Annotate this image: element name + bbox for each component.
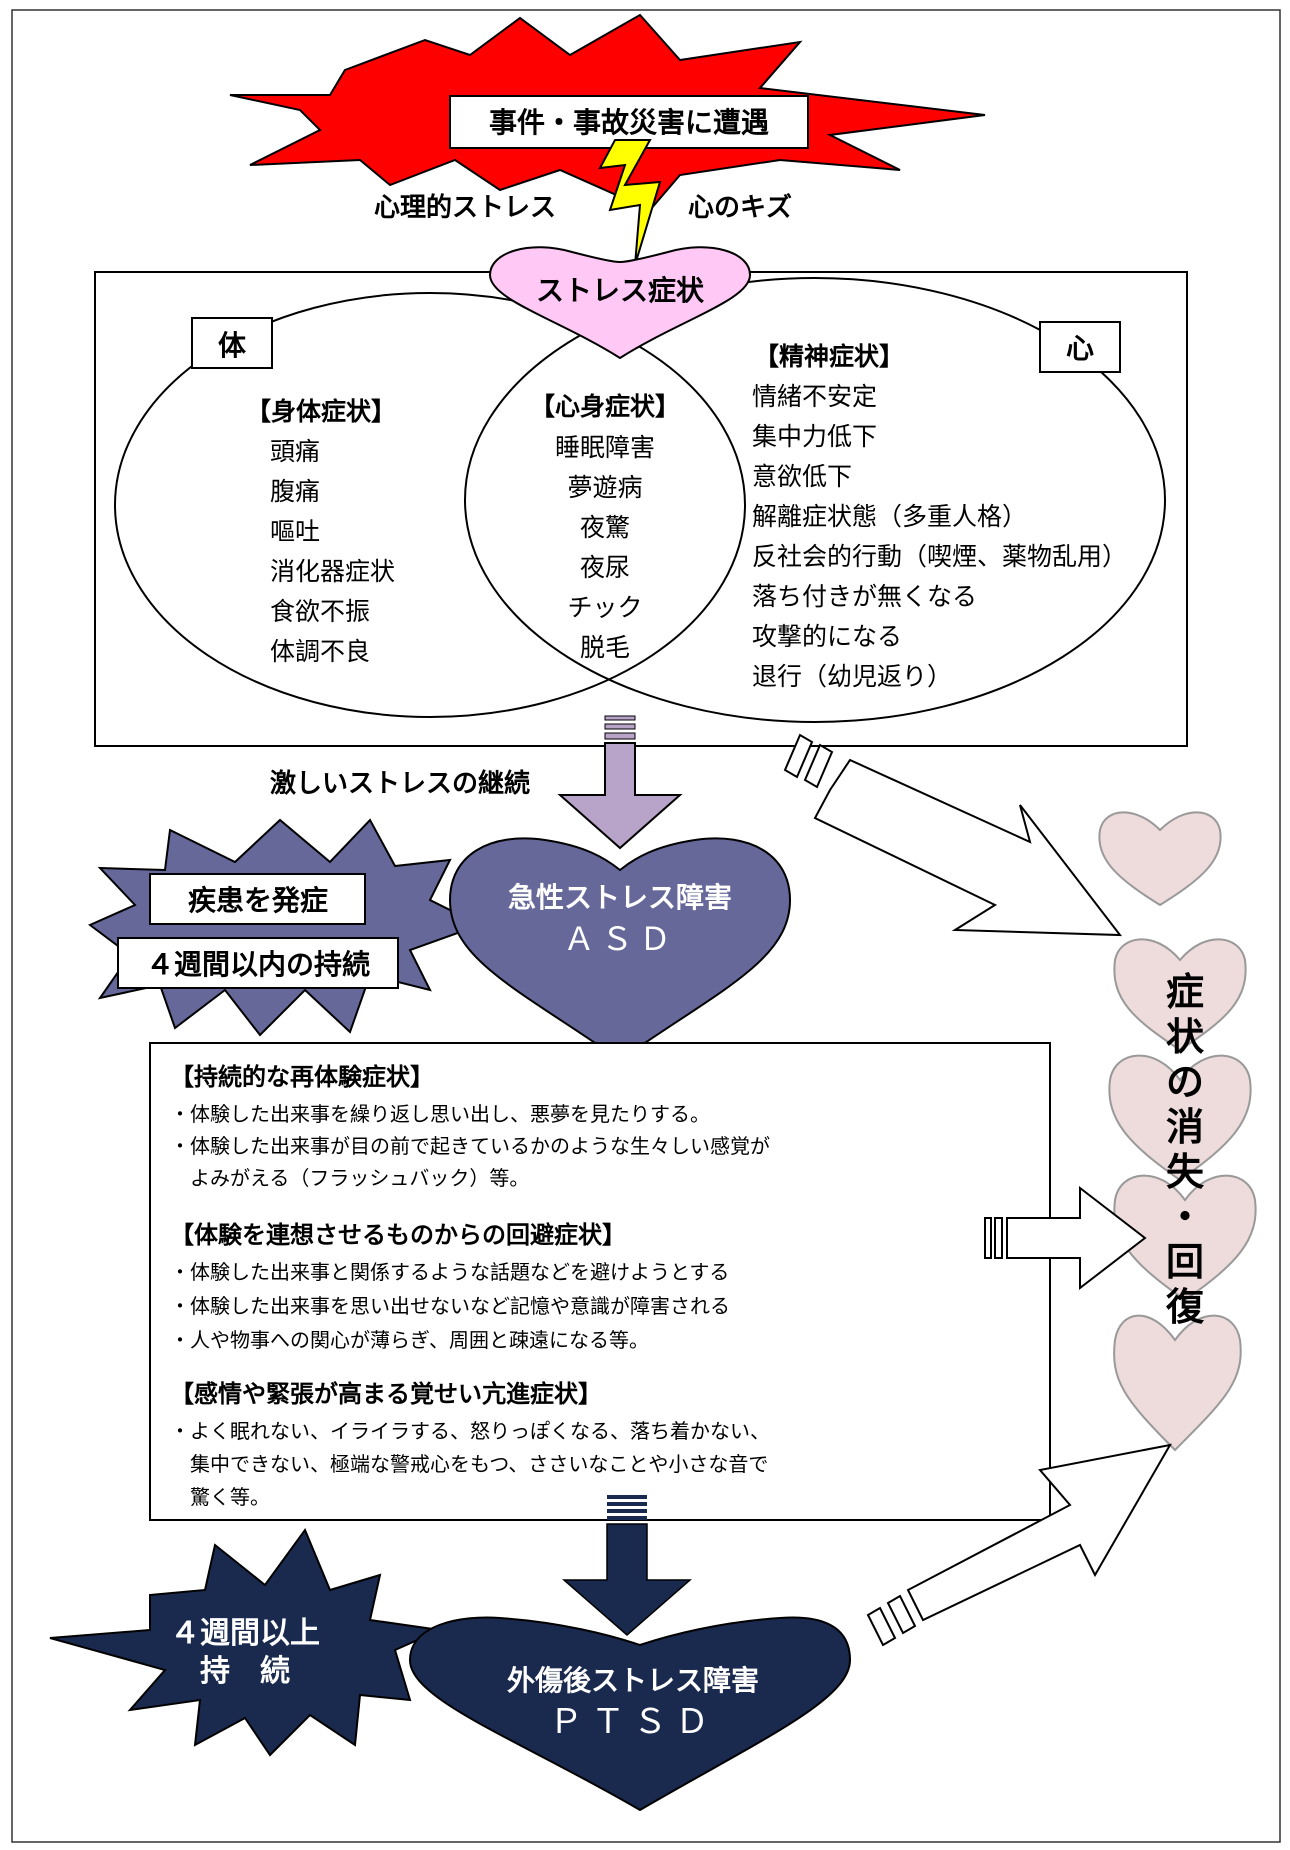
list-item: 情緒不安定 xyxy=(752,382,877,411)
list-item: 夜驚 xyxy=(580,513,630,542)
list-item: 集中力低下 xyxy=(752,422,877,451)
stress-label-right: 心のキズ xyxy=(688,192,792,223)
physical-heading: 【身体症状】 xyxy=(246,397,396,426)
recovery-char: 回 xyxy=(1166,1240,1204,1284)
list-item: 脱毛 xyxy=(580,633,630,662)
list-item: 頭痛 xyxy=(270,437,320,466)
list-item: ・体験した出来事と関係するような話題などを避けようとする xyxy=(170,1260,729,1284)
list-item: ・体験した出来事を繰り返し思い出し、悪夢を見たりする。 xyxy=(170,1102,710,1126)
list-item: 意欲低下 xyxy=(752,462,852,491)
recovery-arrow-middle xyxy=(984,1185,1147,1291)
list-item: ・人や物事への関心が薄らぎ、周囲と疎遠になる等。 xyxy=(170,1328,649,1352)
lightning-bolt-icon xyxy=(598,139,662,266)
hyperarousal-lines: ・よく眠れない、イライラする、怒りっぽくなる、落ち着かない、 集中できない、極端… xyxy=(170,1419,770,1509)
list-item: 反社会的行動（喫煙、薬物乱用） xyxy=(752,542,1127,571)
asd-burst-line1: 疾患を発症 xyxy=(188,884,328,917)
ptsd-burst-line1: ４週間以上 xyxy=(170,1616,320,1651)
continuation-arrow xyxy=(557,715,683,850)
ptsd-abbr: ＰＴＳＤ xyxy=(549,1702,717,1742)
list-item: ・体験した出来事を思い出せないなど記憶や意識が障害される xyxy=(170,1294,730,1318)
list-item: ・よく眠れない、イライラする、怒りっぽくなる、落ち着かない、 xyxy=(170,1419,770,1443)
recovery-heart xyxy=(1108,1054,1252,1182)
incident-title: 事件・事故災害に遭遇 xyxy=(489,106,769,139)
list-item: ・体験した出来事が目の前で起きているかのような生々しい感覚が xyxy=(170,1134,770,1158)
mind-tag-box xyxy=(1039,321,1121,373)
re-experience-lines: ・体験した出来事を繰り返し思い出し、悪夢を見たりする。 ・体験した出来事が目の前… xyxy=(170,1102,770,1190)
list-item: 消化器症状 xyxy=(270,557,395,586)
recovery-arrow-top xyxy=(783,733,1123,937)
body-ellipse xyxy=(114,292,746,718)
list-item: 食欲不振 xyxy=(270,597,370,626)
recovery-heart xyxy=(1113,938,1247,1052)
symptoms-frame xyxy=(94,271,1188,747)
asd-burst-box1 xyxy=(149,873,366,925)
avoidance-lines: ・体験した出来事と関係するような話題などを避けようとする ・体験した出来事を思い… xyxy=(170,1260,730,1352)
mental-heading: 【精神症状】 xyxy=(754,342,904,371)
continuation-label: 激しいストレスの継続 xyxy=(270,768,530,799)
list-item: よみがえる（フラッシュバック）等。 xyxy=(170,1166,529,1190)
psychosomatic-list: 睡眠障害 夢遊病 夜驚 夜尿 チック 脱毛 xyxy=(555,433,655,662)
stress-label-left: 心理的ストレス xyxy=(374,192,556,223)
recovery-hearts xyxy=(1098,811,1257,1452)
body-tag-box xyxy=(191,317,273,369)
recovery-char: の xyxy=(1166,1060,1204,1104)
recovery-arrow-bottom xyxy=(866,1443,1172,1647)
recovery-char: 症 xyxy=(1166,970,1204,1014)
avoidance-heading: 【体験を連想させるものからの回避症状】 xyxy=(170,1221,626,1249)
recovery-text: 症 状 の 消 失 ・ 回 復 xyxy=(1165,970,1205,1329)
recovery-char: 消 xyxy=(1166,1105,1204,1149)
physical-list: 頭痛 腹痛 嘔吐 消化器症状 食欲不振 体調不良 xyxy=(270,437,395,666)
recovery-heart xyxy=(1113,1314,1242,1452)
ptsd-title: 外傷後ストレス障害 xyxy=(507,1664,759,1697)
list-item: 解離症状態（多重人格） xyxy=(752,502,1027,531)
list-item: 驚く等。 xyxy=(170,1485,270,1509)
asd-burst-line2: ４週間以内の持続 xyxy=(146,948,370,981)
asd-title: 急性ストレス障害 xyxy=(508,881,732,914)
recovery-heart xyxy=(1098,811,1222,907)
list-item: 落ち付きが無くなる xyxy=(752,582,977,611)
list-item: 退行（幼児返り） xyxy=(752,662,952,691)
list-item: 夜尿 xyxy=(580,553,630,582)
recovery-char: ・ xyxy=(1166,1195,1204,1239)
list-item: 集中できない、極端な警戒心をもつ、ささいなことや小さな音で xyxy=(170,1452,768,1476)
stress-symptoms-title: ストレス症状 xyxy=(536,274,705,307)
re-experience-heading: 【持続的な再体験症状】 xyxy=(170,1063,434,1091)
mental-list: 情緒不安定 集中力低下 意欲低下 解離症状態（多重人格） 反社会的行動（喫煙、薬… xyxy=(752,382,1127,691)
asd-abbr: ＡＳＤ xyxy=(563,920,677,958)
ptsd-burst xyxy=(49,1527,444,1757)
mind-ellipse xyxy=(464,277,1166,723)
psychosomatic-heading: 【心身症状】 xyxy=(530,392,680,421)
ptsd-burst-line2: 持 続 xyxy=(200,1654,290,1689)
recovery-char: 状 xyxy=(1166,1015,1205,1059)
list-item: 腹痛 xyxy=(270,477,320,506)
ptsd-down-arrow xyxy=(562,1495,692,1636)
recovery-char: 失 xyxy=(1166,1150,1205,1194)
ptsd-symptoms-box xyxy=(149,1042,1051,1521)
list-item: 攻撃的になる xyxy=(752,622,902,651)
asd-burst-box2 xyxy=(117,937,399,989)
asd-heart xyxy=(448,837,792,1062)
mind-tag: 心 xyxy=(1066,332,1094,365)
ptsd-heart xyxy=(408,1616,852,1812)
stress-symptoms-heart xyxy=(488,246,752,360)
list-item: チック xyxy=(567,593,642,622)
list-item: 嘔吐 xyxy=(270,517,320,546)
list-item: 睡眠障害 xyxy=(555,433,655,462)
list-item: 夢遊病 xyxy=(567,473,642,502)
recovery-char: 復 xyxy=(1165,1285,1205,1329)
list-item: 体調不良 xyxy=(270,637,370,666)
hyperarousal-heading: 【感情や緊張が高まる覚せい亢進症状】 xyxy=(170,1380,602,1408)
body-tag: 体 xyxy=(218,329,247,362)
